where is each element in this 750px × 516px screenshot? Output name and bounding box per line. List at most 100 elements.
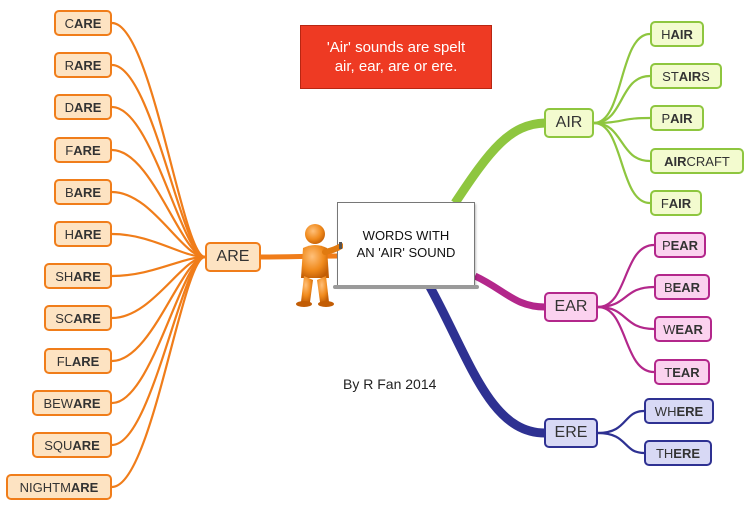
connector-are-10 <box>110 255 207 447</box>
word-part-bold: EAR <box>672 279 701 295</box>
note-line-2: air, ear, are or ere. <box>334 58 458 75</box>
word-part-bold: ARE <box>73 142 101 158</box>
branch-ere-label: ERE <box>554 424 588 441</box>
connector-are-11 <box>110 255 207 489</box>
whiteboard-base <box>333 285 479 289</box>
word-part-pre: C <box>64 15 74 31</box>
connector-are-2 <box>110 105 207 259</box>
word-part-pre: H <box>64 226 74 242</box>
word-part-bold: ARE <box>70 479 99 495</box>
branch-are[interactable]: ARE <box>205 242 261 272</box>
connector-are-4 <box>110 190 207 259</box>
branch-ere[interactable]: ERE <box>544 418 598 448</box>
connector-air-4 <box>592 121 652 205</box>
word-part-pre: SH <box>55 268 74 284</box>
word-part-bold: EAR <box>675 321 703 337</box>
branch-ear[interactable]: EAR <box>544 292 598 322</box>
word-part-bold: ARE <box>73 310 101 326</box>
teacher-figure-icon <box>296 224 343 307</box>
word-part-bold: ERE <box>676 403 704 419</box>
word-part-pre: ST <box>662 68 679 84</box>
trunk-ere <box>426 284 546 438</box>
central-line-1: WORDS WITH <box>362 228 450 243</box>
connector-ear-1 <box>596 285 656 309</box>
connector-air-0 <box>592 32 652 125</box>
branch-air[interactable]: AIR <box>544 108 594 138</box>
word-part-pre: D <box>64 99 74 115</box>
connector-are-1 <box>110 63 207 259</box>
connector-are-5 <box>110 232 207 259</box>
word-part-pre: TH <box>655 445 674 461</box>
trunk-are <box>260 253 339 260</box>
word-part-bold: ARE <box>73 99 102 115</box>
leaf-connectors <box>110 21 656 489</box>
word-part-pre: F <box>660 195 669 211</box>
word-part-bold: ARE <box>72 437 100 453</box>
word-part-post: CRAFT <box>686 153 730 169</box>
connector-ear-0 <box>596 243 656 309</box>
connector-are-3 <box>110 148 207 259</box>
word-part-bold: AIR <box>670 26 693 42</box>
word-part-pre: B <box>663 279 673 295</box>
branch-ear-label: EAR <box>554 298 588 315</box>
connector-ere-1 <box>596 431 646 455</box>
word-part-pre: B <box>64 184 74 200</box>
note-line-1: 'Air' sounds are spelt <box>326 39 466 56</box>
word-part-bold: ARE <box>73 57 102 73</box>
word-part-bold: ARE <box>73 184 102 200</box>
word-part-pre: SQU <box>44 437 73 453</box>
trunk-connectors <box>260 118 546 438</box>
word-part-post: S <box>701 68 710 84</box>
branch-are-label: ARE <box>216 248 250 265</box>
word-part-bold: EAR <box>670 237 699 253</box>
central-line-2: AN 'AIR' SOUND <box>356 245 456 260</box>
word-part-bold: EAR <box>672 364 700 380</box>
central-topic[interactable]: WORDS WITH AN 'AIR' SOUND <box>337 202 475 286</box>
word-part-bold: ARE <box>73 15 102 31</box>
connector-air-1 <box>592 74 652 125</box>
word-part-pre: W <box>663 321 676 337</box>
credit-text: By R Fan 2014 <box>343 376 437 392</box>
word-part-bold: ARE <box>73 395 101 411</box>
word-part-bold: AIR <box>670 110 693 126</box>
trunk-air <box>451 118 546 206</box>
note-box: 'Air' sounds are spelt air, ear, are or … <box>300 25 492 89</box>
word-part-pre: P <box>661 237 671 253</box>
word-part-pre: H <box>661 26 671 42</box>
connector-ere-0 <box>596 409 646 435</box>
word-part-pre: R <box>64 57 74 73</box>
word-part-bold: ARE <box>73 226 102 242</box>
word-part-pre: NIGHTM <box>19 479 71 495</box>
connector-ear-3 <box>596 305 656 374</box>
word-part-bold: ARE <box>71 353 100 369</box>
connector-are-6 <box>110 255 207 278</box>
connector-air-3 <box>592 121 652 163</box>
word-part-pre: BEW <box>43 395 74 411</box>
trunk-ear <box>473 272 546 311</box>
word-part-pre: WH <box>654 403 677 419</box>
